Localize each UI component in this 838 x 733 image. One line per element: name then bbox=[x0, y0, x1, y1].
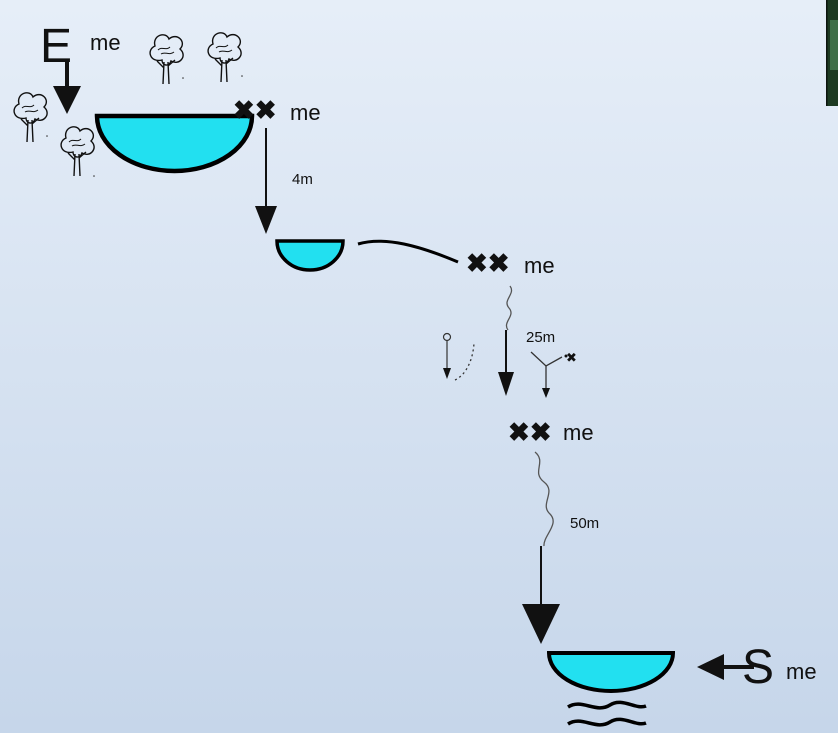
pool-icon bbox=[546, 651, 676, 693]
drop-arrow bbox=[498, 330, 514, 396]
drop-length: 25m bbox=[526, 329, 555, 346]
anchor-icon: ✖✖ bbox=[508, 417, 552, 447]
waterfall-icon bbox=[505, 285, 513, 331]
traverse-line bbox=[357, 239, 459, 264]
anchor-suffix: me bbox=[290, 100, 321, 125]
exit-suffix: me bbox=[786, 659, 817, 684]
pool-icon bbox=[275, 239, 345, 272]
jump-icon bbox=[442, 332, 475, 381]
drop-arrow bbox=[255, 128, 277, 234]
branch-anchor-icon: ✖ bbox=[530, 351, 577, 398]
waterfall-icon bbox=[534, 451, 554, 547]
anchor-icon: ✖✖ bbox=[466, 248, 510, 278]
photo-thumbnail bbox=[826, 0, 838, 106]
drop-length: 4m bbox=[292, 171, 313, 188]
tree-icon bbox=[149, 34, 184, 85]
exit-letter: S bbox=[742, 641, 774, 694]
tree-icon bbox=[13, 92, 48, 143]
drop-arrow bbox=[522, 546, 560, 644]
anchor-suffix: me bbox=[524, 253, 555, 278]
exit-arrow bbox=[697, 654, 754, 680]
tree-icon bbox=[60, 126, 95, 177]
anchor-suffix: me bbox=[563, 420, 594, 445]
tree-icon bbox=[207, 32, 242, 83]
pool-icon bbox=[94, 113, 255, 174]
entry-arrow bbox=[53, 60, 81, 114]
svg-text:✖: ✖ bbox=[566, 351, 577, 366]
entry-suffix: me bbox=[90, 30, 121, 55]
anchor-icon: ✖✖ bbox=[233, 95, 277, 125]
water-waves-icon bbox=[567, 700, 647, 727]
drop-length: 50m bbox=[570, 515, 599, 532]
